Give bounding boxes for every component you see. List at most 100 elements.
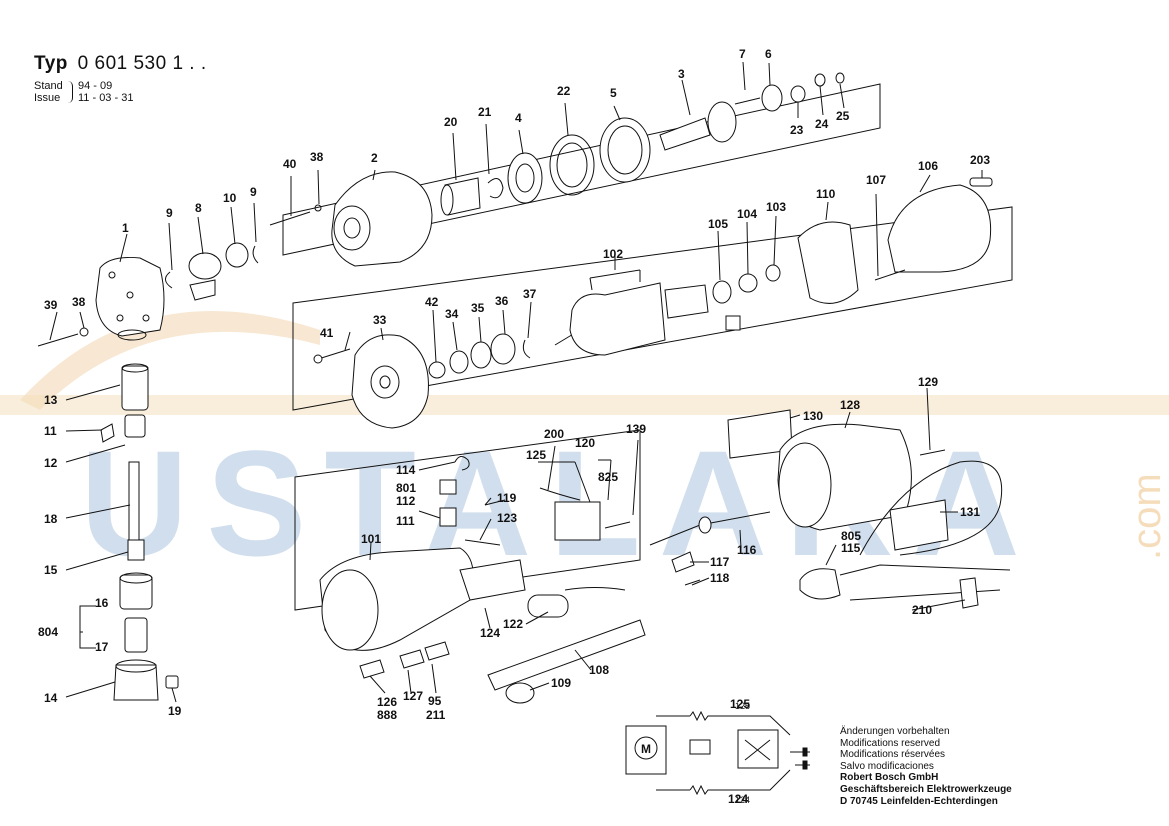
part-label: 2 xyxy=(371,151,378,165)
revision-info: Stand 94 - 09 Issue 11 - 03 - 31 xyxy=(34,80,133,104)
part-label: 120 xyxy=(575,436,595,450)
part-label: 4 xyxy=(515,111,522,125)
part-label: 122 xyxy=(503,617,523,631)
note-line: Modifications reserved xyxy=(840,737,941,749)
part-label: 18 xyxy=(44,512,58,526)
part-label: 116 xyxy=(737,543,757,557)
part-label: 95 xyxy=(428,694,442,708)
part-label: 112 xyxy=(396,494,416,508)
part-label: 104 xyxy=(737,207,757,221)
company-line: Robert Bosch GmbH xyxy=(840,772,939,784)
part-label: 200 xyxy=(544,427,564,441)
part-label: 39 xyxy=(44,298,58,312)
part-label: 127 xyxy=(403,689,423,703)
part-label: 805 xyxy=(841,529,861,543)
part-label: 35 xyxy=(471,301,485,315)
part-label: 117 xyxy=(710,555,730,569)
part-label: 119 xyxy=(497,491,517,505)
part-number-labels: 1 2 3 4 5 6 7 8 9 9 10 11 12 13 14 15 16… xyxy=(38,47,990,806)
part-label: 14 xyxy=(44,691,58,705)
part-label: 24 xyxy=(815,117,829,131)
part-label: 19 xyxy=(168,704,182,718)
part-label: 109 xyxy=(551,676,571,690)
part-label: 15 xyxy=(44,563,58,577)
lower-group-parts xyxy=(319,409,1011,704)
part-label: 6 xyxy=(765,47,772,61)
revision-brace xyxy=(68,81,73,103)
part-label: 115 xyxy=(841,541,861,555)
stand-label: Stand xyxy=(34,80,63,92)
issue-value: 11 - 03 - 31 xyxy=(78,92,134,104)
note-line: Modifications réservées xyxy=(840,749,946,761)
part-label: 11 xyxy=(44,424,57,438)
part-label: 211 xyxy=(426,708,446,722)
stand-value: 94 - 09 xyxy=(78,80,113,92)
part-label: 126 xyxy=(377,695,397,709)
part-label: 25 xyxy=(836,109,850,123)
part-label: 111 xyxy=(396,514,415,528)
part-label: 1 xyxy=(122,221,129,235)
part-label: 101 xyxy=(361,532,381,546)
part-label: 17 xyxy=(95,640,109,654)
watermark-suffix: .com xyxy=(1125,473,1169,560)
lower-group-frame xyxy=(294,429,641,611)
part-label: 38 xyxy=(72,295,86,309)
upper-group-parts xyxy=(165,72,845,301)
part-label: 102 xyxy=(603,247,623,261)
notes-block: Änderungen vorbehalten Modifications res… xyxy=(840,726,1012,807)
part-label: 118 xyxy=(710,571,730,585)
part-label: 128 xyxy=(840,398,860,412)
part-label: 10 xyxy=(223,191,237,205)
part-label: 23 xyxy=(790,123,804,137)
part-label: 210 xyxy=(912,603,932,617)
part-label: 40 xyxy=(283,157,297,171)
part-label: 9 xyxy=(250,185,257,199)
schematic-label-bottom: 124 xyxy=(735,795,750,805)
typ-number-value: 0 601 530 1 . . xyxy=(77,53,207,74)
part-label: 3 xyxy=(678,67,685,81)
company-line: Geschäftsbereich Elektrowerkzeuge xyxy=(840,783,1012,795)
note-line: Änderungen vorbehalten xyxy=(840,726,950,737)
part-label: 12 xyxy=(44,456,58,470)
part-label: 825 xyxy=(598,470,618,484)
part-label: 801 xyxy=(396,481,416,495)
part-label: 37 xyxy=(523,287,537,301)
motor-symbol: M xyxy=(641,742,651,756)
part-label: 107 xyxy=(866,173,886,187)
part-label: 124 xyxy=(480,626,500,640)
part-label: 8 xyxy=(195,201,202,215)
note-line: Salvo modificaciones xyxy=(840,760,934,772)
part-label: 139 xyxy=(626,422,646,436)
part-label: 38 xyxy=(310,150,324,164)
part-label: 9 xyxy=(166,206,173,220)
middle-group-frame xyxy=(292,206,1013,411)
company-line: D 70745 Leinfelden-Echterdingen xyxy=(840,795,998,807)
type-number: Typ 0 601 530 1 . . xyxy=(34,53,207,75)
part-label: 108 xyxy=(589,663,609,677)
gear-head-housing xyxy=(95,257,165,341)
part-label: 20 xyxy=(444,115,458,129)
part-label: 123 xyxy=(497,511,517,525)
part-label: 203 xyxy=(970,153,990,167)
part-label: 114 xyxy=(396,463,416,477)
part-label: 888 xyxy=(377,708,397,722)
part-label: 7 xyxy=(739,47,746,61)
part-label: 42 xyxy=(425,295,439,309)
typ-label: Typ xyxy=(34,53,68,74)
middle-group-parts xyxy=(351,177,993,429)
part-label: 21 xyxy=(478,105,492,119)
part-label: 804 xyxy=(38,625,58,639)
collet-column xyxy=(100,363,179,701)
leader-lines xyxy=(49,61,983,703)
issue-label: Issue xyxy=(34,92,61,104)
part-label: 34 xyxy=(445,307,459,321)
part-label: 13 xyxy=(44,393,58,407)
part-label: 129 xyxy=(918,375,938,389)
part-label: 125 xyxy=(730,697,750,711)
wiring-schematic: M 125 124 xyxy=(625,701,810,805)
part-label: 105 xyxy=(708,217,728,231)
part-label: 41 xyxy=(320,326,334,340)
part-label: 106 xyxy=(918,159,938,173)
